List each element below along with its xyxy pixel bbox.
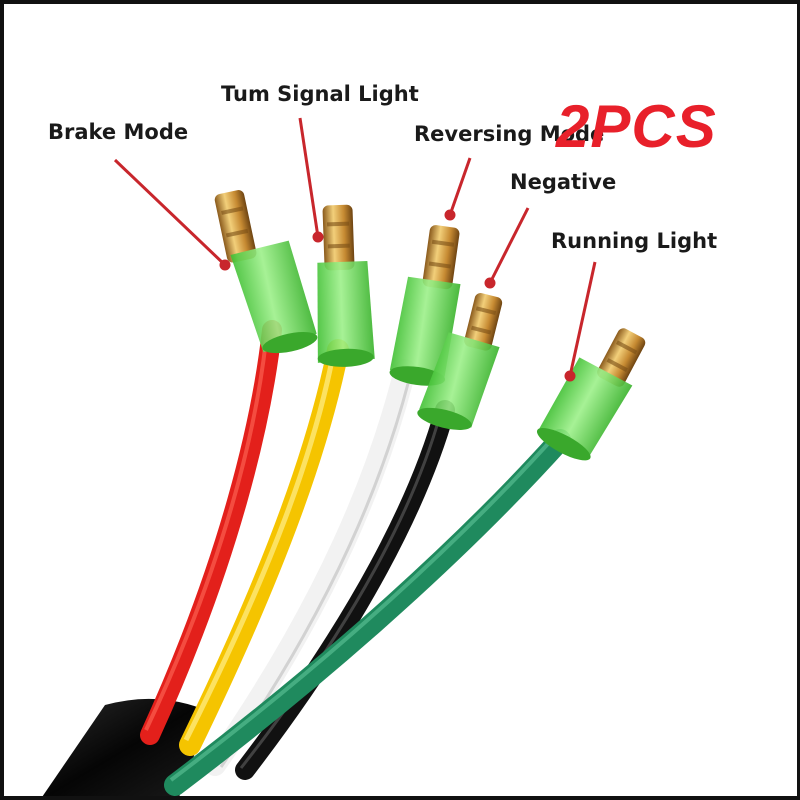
label-brake-mode: Brake Mode [48, 120, 189, 144]
pointer-turn-signal [298, 117, 320, 238]
cable-jacket [40, 698, 210, 800]
connector-brake [214, 190, 318, 354]
pointer-running [568, 261, 597, 377]
green-wire [164, 429, 571, 796]
frame-right [797, 0, 800, 800]
yellow-wire [179, 339, 349, 756]
label-reversing-mode: Reversing Mode [414, 122, 605, 146]
frame-top [0, 0, 800, 4]
white-wire [204, 359, 416, 776]
red-wire [140, 320, 282, 745]
pointer-lines [113, 117, 597, 382]
pointer-negative [488, 207, 530, 284]
connector-negative [417, 293, 503, 430]
frame-left [0, 0, 4, 800]
quantity-badge: 2PCS [556, 93, 717, 160]
pointer-brake [113, 158, 227, 267]
connector-turn-signal [317, 204, 375, 367]
label-running-light: Running Light [551, 229, 718, 253]
pointer-reversing [448, 157, 472, 216]
connector-running [536, 328, 646, 461]
black-wire [235, 400, 455, 780]
frame-bottom [0, 796, 800, 800]
label-turn-signal: Tum Signal Light [221, 82, 419, 106]
label-negative: Negative [510, 170, 617, 194]
